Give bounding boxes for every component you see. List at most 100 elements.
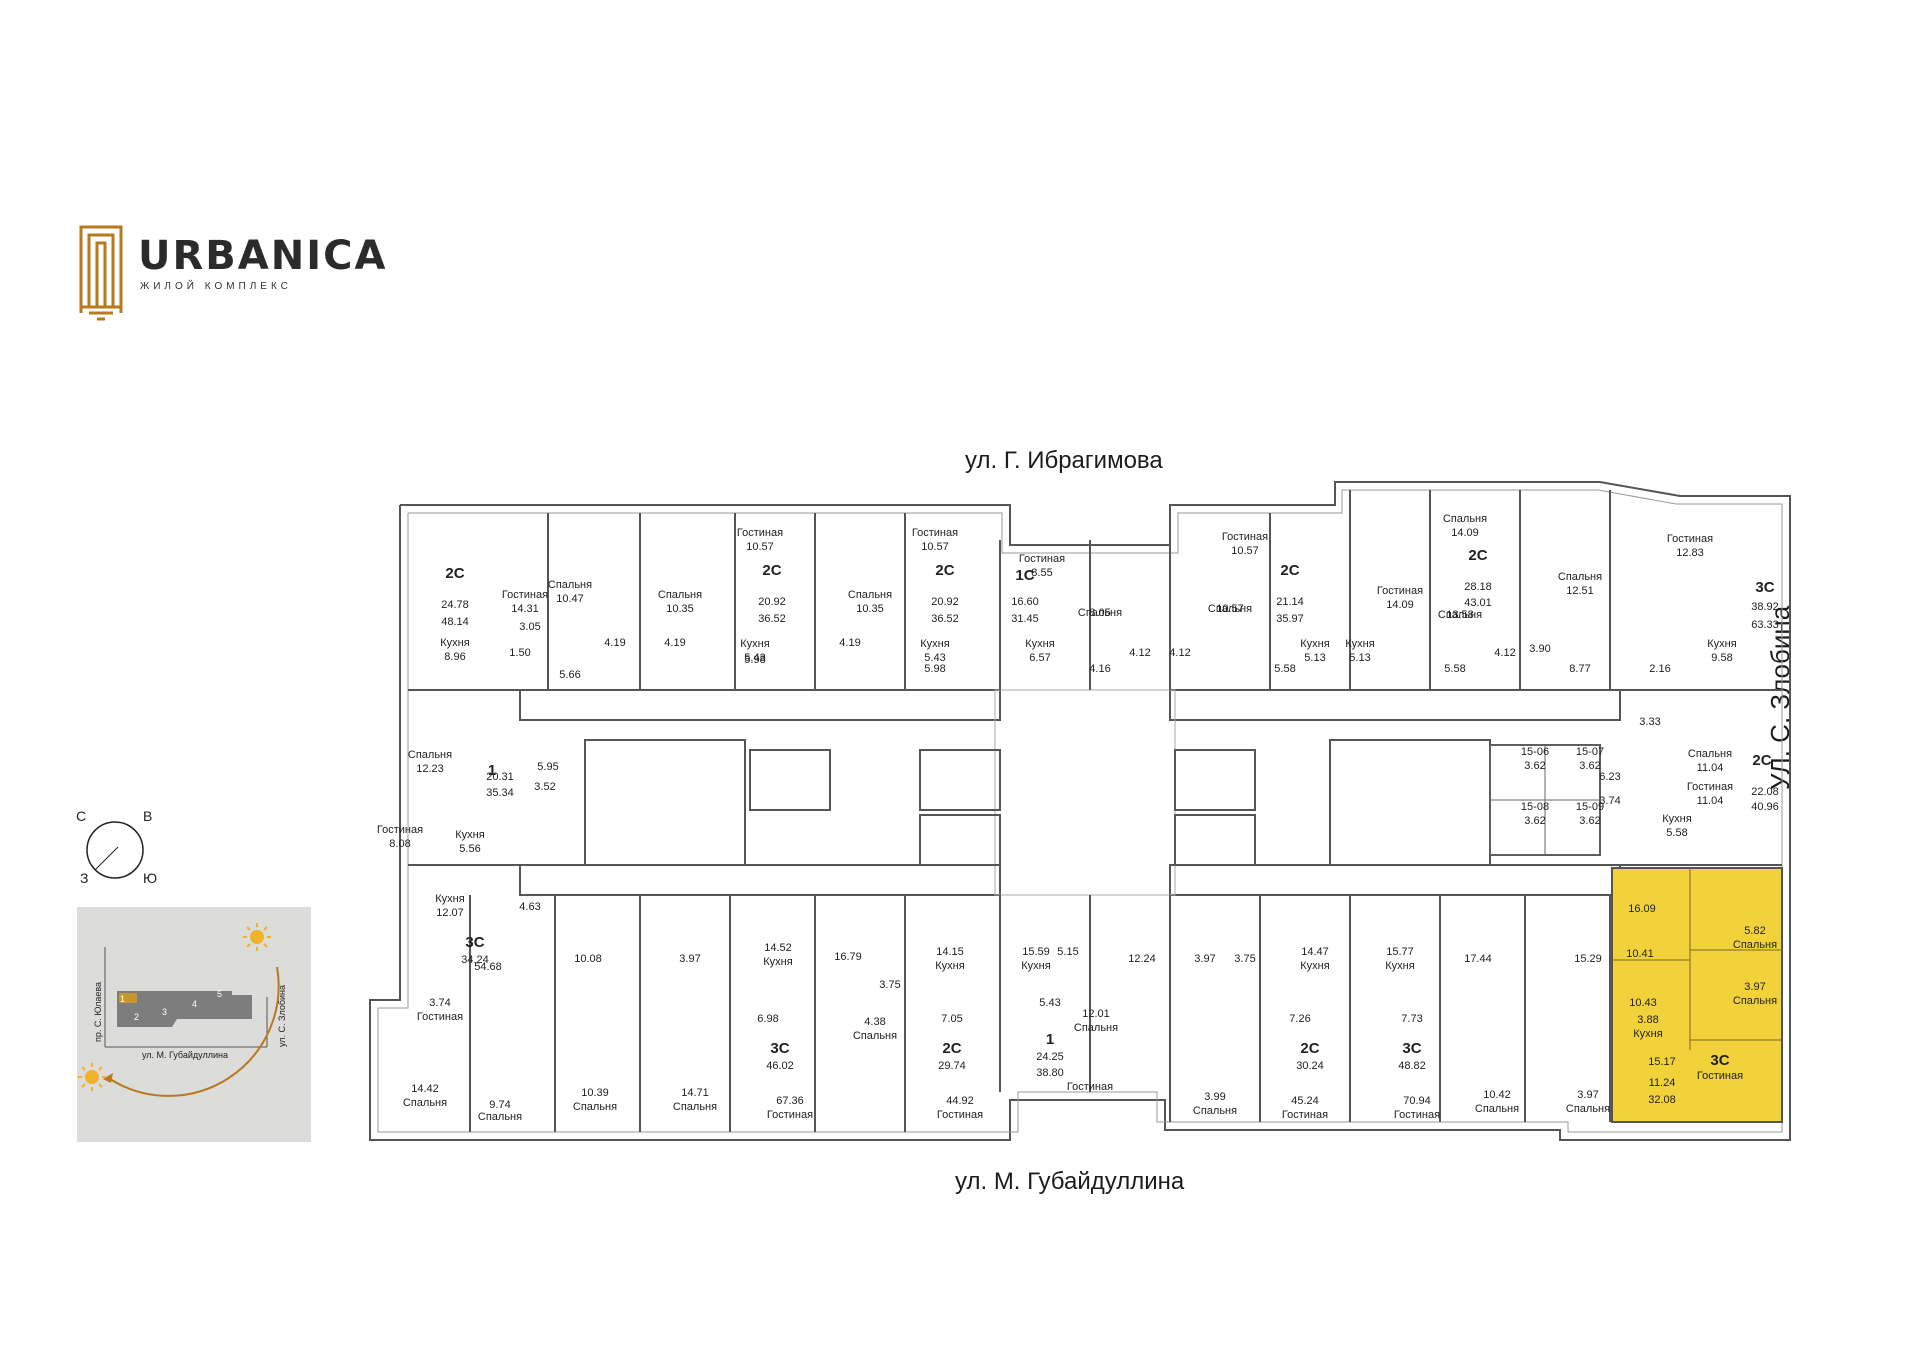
room-label: Кухня xyxy=(1300,638,1329,650)
room-label: 3.99 xyxy=(1204,1091,1225,1103)
room-label: Кухня xyxy=(1025,638,1054,650)
room-label: Кухня xyxy=(1662,813,1691,825)
room-label: 14.71 xyxy=(681,1087,709,1099)
room-label: Кухня xyxy=(1300,960,1329,972)
room-label: 5.58 xyxy=(1274,663,1295,675)
room-label: Спальня xyxy=(403,1097,447,1109)
room-label: 14.15 xyxy=(936,946,964,958)
highlighted-room-label: 3C xyxy=(1710,1052,1729,1069)
room-label: Спальня xyxy=(408,749,452,761)
room-label: 20.92 xyxy=(758,596,786,608)
room-label: 16.60 xyxy=(1011,596,1039,608)
room-label: 4.19 xyxy=(664,637,685,649)
room-label: 43.01 xyxy=(1464,597,1492,609)
room-label: 38.80 xyxy=(1036,1067,1064,1079)
room-label: Кухня xyxy=(763,956,792,968)
room-label: Спальня xyxy=(548,579,592,591)
highlighted-room-label: 5.82 xyxy=(1744,925,1765,937)
room-label: 3C xyxy=(465,934,484,951)
room-label: 14.09 xyxy=(1451,527,1479,539)
room-label: Кухня xyxy=(740,638,769,650)
room-label: 6.57 xyxy=(1029,652,1050,664)
room-label: Гостиная xyxy=(937,1109,983,1121)
room-label: Спальня xyxy=(1208,603,1252,615)
room-label: 35.97 xyxy=(1276,613,1304,625)
compass-e: В xyxy=(143,808,153,824)
room-label: 1 xyxy=(1046,1031,1054,1048)
room-label: 10.57 xyxy=(1231,545,1259,557)
room-label: 4.38 xyxy=(864,1016,885,1028)
room-label: 2.16 xyxy=(1649,663,1670,675)
room-label: 16.79 xyxy=(834,951,862,963)
highlighted-room-label: 10.41 xyxy=(1626,948,1654,960)
room-label: Гостиная xyxy=(737,527,783,539)
room-label: 2C xyxy=(935,562,954,579)
street-south: ул. М. Губайдуллина xyxy=(955,1168,1185,1195)
room-label: 3.62 xyxy=(1579,760,1600,772)
room-label: 7.05 xyxy=(941,1013,962,1025)
room-label: Гостиная xyxy=(1282,1109,1328,1121)
room-label: 15.29 xyxy=(1574,953,1602,965)
room-label: 2C xyxy=(762,562,781,579)
room-label: Спальня xyxy=(658,589,702,601)
room-label: Гостиная xyxy=(1687,781,1733,793)
room-label: 20.92 xyxy=(931,596,959,608)
room-label: 13.58 xyxy=(1446,609,1474,621)
room-label: 3.62 xyxy=(1579,815,1600,827)
room-label: 35.34 xyxy=(486,787,514,799)
room-label: 21.14 xyxy=(1276,596,1304,608)
room-label: 5.98 xyxy=(924,663,945,675)
room-label: 5.95 xyxy=(537,761,558,773)
room-label: 31.45 xyxy=(1011,613,1039,625)
room-label: 5.58 xyxy=(1444,663,1465,675)
room-label: 24.78 xyxy=(441,599,469,611)
highlighted-room-label: Спальня xyxy=(1733,995,1777,1007)
minimap-section-number: 3 xyxy=(162,1007,168,1017)
room-label: 10.35 xyxy=(666,603,694,615)
highlight-section xyxy=(119,993,137,1003)
room-label: 8.05 xyxy=(1089,607,1110,619)
room-label: Гостиная xyxy=(1377,585,1423,597)
sun-icon-east xyxy=(243,923,271,951)
room-label: 3.97 xyxy=(1577,1089,1598,1101)
room-label: 24.25 xyxy=(1036,1051,1064,1063)
room-label: 8.08 xyxy=(389,838,410,850)
room-label: 67.36 xyxy=(776,1095,804,1107)
room-label: 5.13 xyxy=(1349,652,1370,664)
room-label: Спальня xyxy=(1688,748,1732,760)
room-label: 12.51 xyxy=(1566,585,1594,597)
room-label: 16.09 xyxy=(1628,903,1656,915)
room-label: 2C xyxy=(445,565,464,582)
highlighted-room-label: 10.43 xyxy=(1629,997,1657,1009)
room-label: Гостиная xyxy=(1394,1109,1440,1121)
room-label: 54.68 xyxy=(474,961,502,973)
room-label: 6.23 xyxy=(1599,771,1620,783)
room-label: Гостиная xyxy=(417,1011,463,1023)
room-label: 3C xyxy=(1402,1040,1421,1057)
room-label: Спальня xyxy=(1193,1105,1237,1117)
room-label: 6.98 xyxy=(757,1013,778,1025)
room-label: Кухня xyxy=(435,893,464,905)
highlighted-room-label: 32.08 xyxy=(1648,1094,1676,1106)
logo: URBANICA ЖИЛОЙ КОМПЛЕКС xyxy=(78,225,385,325)
room-label: Спальня xyxy=(478,1111,522,1123)
room-label: 14.42 xyxy=(411,1083,439,1095)
room-label: 2C xyxy=(1300,1040,1319,1057)
room-label: Спальня xyxy=(673,1101,717,1113)
room-label: 10.35 xyxy=(856,603,884,615)
room-label: 5.15 xyxy=(1057,946,1078,958)
room-label: 5.98 xyxy=(744,654,765,666)
room-label: 12.23 xyxy=(416,763,444,775)
logo-mark-icon xyxy=(79,225,123,321)
room-label: Спальня xyxy=(573,1101,617,1113)
room-label: 36.52 xyxy=(931,613,959,625)
room-label: 7.73 xyxy=(1401,1013,1422,1025)
room-label: 20.31 xyxy=(486,771,514,783)
room-label: 8.55 xyxy=(1031,567,1052,579)
room-label: 10.42 xyxy=(1483,1089,1511,1101)
room-label: 12.83 xyxy=(1676,547,1704,559)
room-label: Гостиная xyxy=(377,824,423,836)
room-label: 1.50 xyxy=(509,647,530,659)
room-label: Гостиная xyxy=(1222,531,1268,543)
room-label: Спальня xyxy=(1558,571,1602,583)
